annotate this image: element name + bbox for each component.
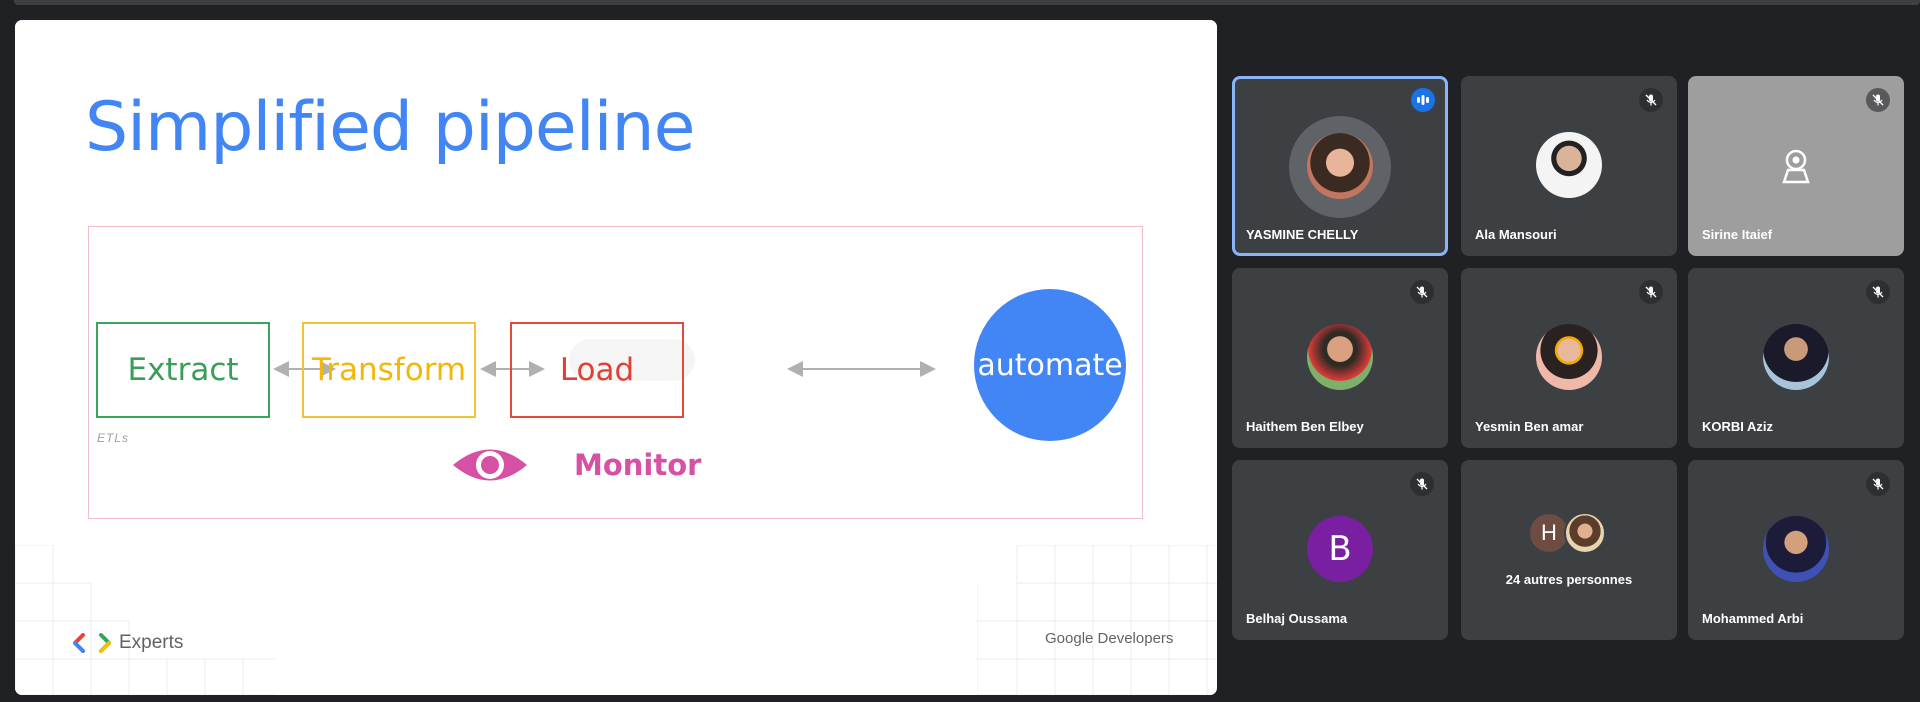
mic-off-icon: [1410, 472, 1434, 496]
speaking-indicator-icon: [1411, 88, 1435, 112]
automate-circle: automate: [974, 289, 1126, 441]
extract-box: Extract: [96, 322, 270, 418]
participant-tile[interactable]: Yesmin Ben amar: [1461, 268, 1677, 448]
participant-name: Mohammed Arbi: [1702, 611, 1804, 626]
others-count-label: 24 autres personnes: [1505, 572, 1633, 587]
slide-title: Simplified pipeline: [85, 88, 695, 167]
decorative-grid-left: [15, 545, 275, 695]
mic-off-icon: [1866, 88, 1890, 112]
diagram-arrows: [273, 361, 936, 377]
avatar: [1536, 132, 1602, 198]
participant-name: YASMINE CHELLY: [1246, 227, 1359, 242]
screen-share-overlay[interactable]: [569, 339, 695, 381]
participant-tile[interactable]: YASMINE CHELLY: [1232, 76, 1448, 256]
etls-label: ETLs: [97, 431, 130, 445]
participant-tile[interactable]: Ala Mansouri: [1461, 76, 1677, 256]
avatar: [1763, 324, 1829, 390]
participant-name: KORBI Aziz: [1702, 419, 1774, 434]
mic-off-icon: [1866, 472, 1890, 496]
mic-off-icon: [1410, 280, 1434, 304]
participant-name: Belhaj Oussama: [1246, 611, 1348, 626]
participant-name: Ala Mansouri: [1475, 227, 1557, 242]
presentation-slide: Simplified pipeline: [15, 20, 1217, 695]
mini-avatar: [1564, 512, 1606, 554]
decorative-grid-right: [977, 545, 1217, 695]
top-bar: [14, 0, 1920, 5]
participant-tile[interactable]: KORBI Aziz: [1688, 268, 1904, 448]
others-avatars: H: [1528, 510, 1618, 556]
load-box: Load: [510, 322, 684, 418]
participant-tile[interactable]: Mohammed Arbi: [1688, 460, 1904, 640]
monitor-label: Monitor: [574, 448, 702, 482]
pipeline-diagram: Extract Transform Load automate ETLs Mon…: [88, 226, 1143, 519]
transform-box: Transform: [302, 322, 476, 418]
participant-tile[interactable]: Haithem Ben Elbey: [1232, 268, 1448, 448]
mic-off-icon: [1866, 280, 1890, 304]
participant-name: Yesmin Ben amar: [1475, 419, 1584, 434]
avatar: [1307, 133, 1373, 199]
avatar: [1307, 324, 1373, 390]
google-developers-logo: Google Developers: [1045, 630, 1174, 647]
mic-off-icon: [1639, 280, 1663, 304]
participant-tile[interactable]: Sirine Itaief: [1688, 76, 1904, 256]
mini-avatar: H: [1528, 512, 1570, 554]
eye-icon: [453, 449, 527, 481]
avatar: B: [1307, 516, 1373, 582]
participant-tile[interactable]: B Belhaj Oussama: [1232, 460, 1448, 640]
avatar: [1536, 324, 1602, 390]
participant-name: Sirine Itaief: [1702, 227, 1773, 242]
avatar: [1763, 516, 1829, 582]
experts-logo: Experts: [73, 632, 183, 654]
mic-off-icon: [1639, 88, 1663, 112]
gde-logo-icon: [73, 633, 111, 653]
others-tile[interactable]: H 24 autres personnes: [1461, 460, 1677, 640]
participant-name: Haithem Ben Elbey: [1246, 419, 1364, 434]
webcam-icon: [1782, 149, 1810, 184]
experts-text: Experts: [119, 632, 184, 653]
